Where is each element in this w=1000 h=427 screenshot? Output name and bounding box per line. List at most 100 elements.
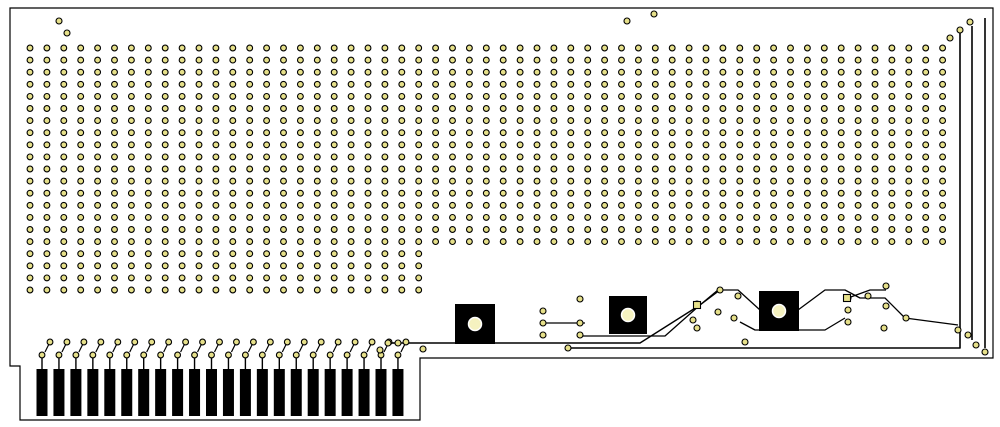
finger-pad: [208, 351, 215, 359]
grid-pad: [364, 286, 372, 294]
grid-pad: [246, 286, 254, 294]
grid-pad: [381, 56, 389, 64]
grid-pad: [567, 68, 575, 76]
grid-pad: [212, 105, 220, 112]
grid-pad: [685, 189, 693, 197]
grid-pad: [313, 238, 321, 246]
grid-pad: [702, 56, 710, 64]
grid-pad: [871, 68, 879, 76]
grid-pad: [364, 238, 372, 246]
grid-pad: [634, 92, 642, 100]
grid-pad: [263, 226, 271, 233]
grid-pad: [651, 189, 659, 197]
grid-pad: [94, 201, 102, 209]
connector-finger: [290, 369, 302, 416]
grid-pad: [584, 165, 592, 173]
grid-pad: [550, 105, 558, 112]
grid-pad: [465, 56, 473, 64]
grid-pad: [871, 189, 879, 197]
grid-pad: [770, 44, 778, 52]
finger-pad: [123, 351, 131, 359]
grid-pad: [398, 201, 406, 209]
grid-pad: [651, 56, 659, 64]
grid-pad: [871, 44, 879, 52]
grid-pad: [482, 238, 490, 246]
grid-pad: [854, 56, 862, 64]
grid-pad: [787, 80, 794, 88]
grid-pad: [313, 250, 321, 258]
grid-pad: [43, 129, 51, 137]
grid-pad: [212, 262, 220, 270]
grid-pad: [432, 201, 440, 209]
grid-pad: [246, 105, 254, 112]
grid-pad: [43, 262, 51, 270]
grid-pad: [685, 238, 693, 246]
grid-pad: [753, 238, 761, 246]
grid-pad: [161, 226, 169, 233]
grid-pad: [43, 56, 51, 64]
grid-pad: [618, 117, 625, 125]
grid-pad: [922, 105, 930, 112]
grid-pad: [43, 44, 51, 52]
grid-pad: [449, 68, 456, 76]
grid-pad: [111, 201, 118, 209]
grid-pad: [381, 189, 389, 197]
grid-pad: [736, 189, 744, 197]
grid-pad: [905, 201, 913, 209]
grid-pad: [415, 286, 423, 294]
grid-pad: [296, 213, 304, 221]
finger-pad: [182, 338, 190, 346]
grid-pad: [212, 68, 220, 76]
grid-pad: [499, 141, 507, 149]
grid-pad: [618, 201, 625, 209]
grid-pad: [415, 129, 423, 137]
grid-pad: [364, 189, 372, 197]
grid-pad: [787, 129, 794, 137]
grid-pad: [178, 56, 186, 64]
grid-pad: [127, 141, 135, 149]
grid-pad: [820, 92, 828, 100]
grid-pad: [144, 165, 152, 173]
grid-pad: [263, 213, 271, 221]
finger-pad: [394, 351, 402, 359]
grid-pad: [803, 68, 811, 76]
grid-pad: [499, 165, 507, 173]
grid-pad: [449, 105, 456, 112]
finger-pad: [165, 338, 173, 346]
grid-pad: [618, 68, 625, 76]
grid-pad: [533, 177, 541, 185]
grid-pad: [871, 177, 879, 185]
grid-pad: [144, 153, 152, 161]
grid-pad: [26, 177, 34, 185]
grid-pad: [313, 141, 321, 149]
grid-pad: [313, 92, 321, 100]
grid-pad: [736, 238, 744, 246]
grid-pad: [296, 250, 304, 258]
grid-pad: [77, 56, 85, 64]
grid-pad: [111, 213, 118, 221]
grid-pad: [601, 177, 609, 185]
grid-pad: [43, 250, 51, 258]
grid-pad: [685, 153, 693, 161]
grid-pad: [347, 286, 355, 294]
grid-pad: [195, 56, 203, 64]
finger-pad: [148, 338, 156, 346]
grid-pad: [195, 44, 203, 52]
grid-pad: [871, 201, 879, 209]
grid-pad: [753, 226, 761, 233]
grid-pad: [567, 153, 575, 161]
grid-pad: [195, 153, 203, 161]
grid-pad: [313, 177, 321, 185]
grid-pad: [516, 153, 524, 161]
grid-pad: [26, 105, 34, 112]
grid-pad: [94, 56, 102, 64]
grid-pad: [837, 226, 845, 233]
grid-pad: [905, 68, 913, 76]
grid-pad: [550, 44, 558, 52]
board-outline: [9, 7, 994, 421]
grid-pad: [398, 262, 406, 270]
grid-pad: [144, 262, 152, 270]
grid-pad: [178, 129, 186, 137]
grid-pad: [195, 177, 203, 185]
grid-pad: [685, 80, 693, 88]
